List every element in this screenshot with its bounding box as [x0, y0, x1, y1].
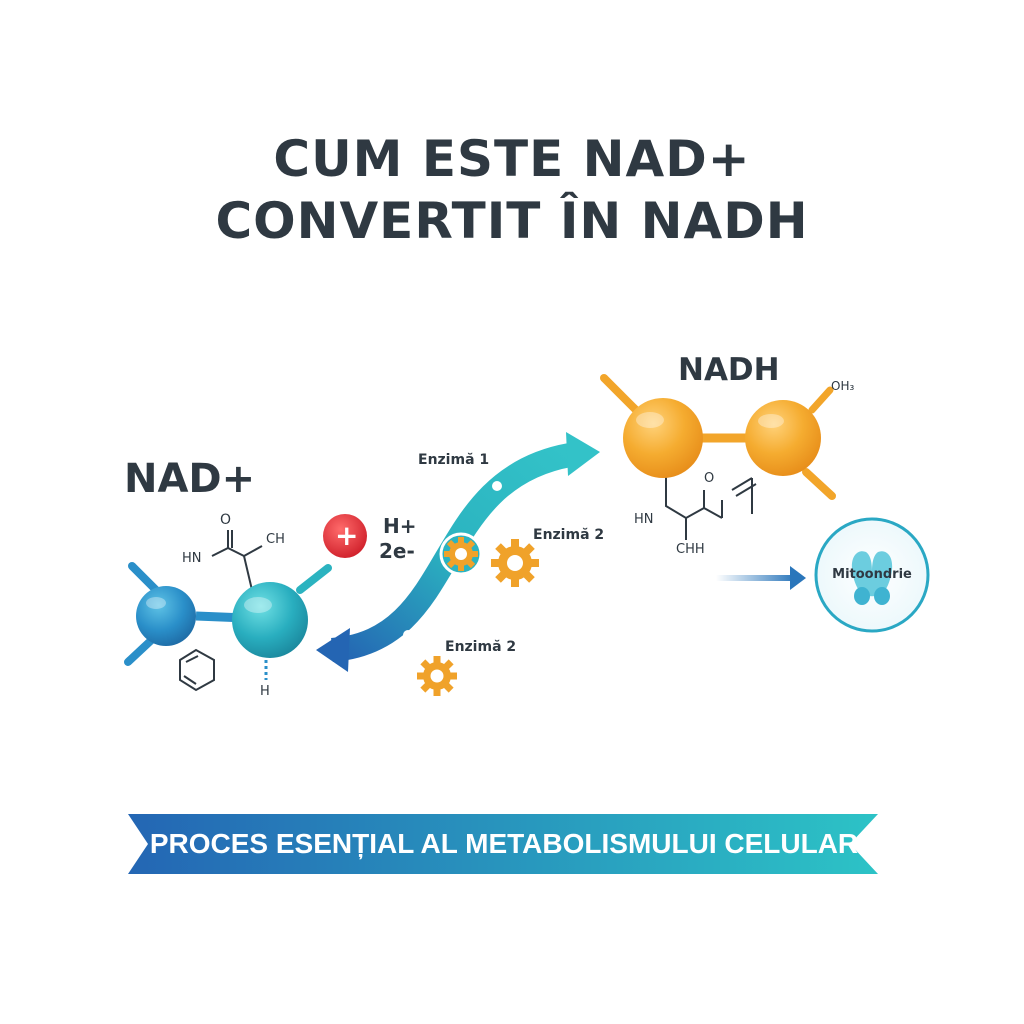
two-electrons-label: 2e- — [379, 539, 415, 563]
nadh-atom-right — [745, 400, 821, 476]
arc-marker-dot — [403, 630, 413, 640]
nadh-bond — [802, 468, 836, 500]
title-line-1: CUM ESTE NAD+ — [273, 130, 751, 188]
nad-atom-teal — [232, 582, 308, 658]
nadh-bond — [600, 374, 640, 414]
electron-badge — [323, 514, 367, 558]
nadh-label: NADH — [678, 352, 780, 388]
nad-ring — [179, 648, 215, 692]
h-plus-label: H+ — [383, 514, 417, 538]
nad-skeleton — [211, 546, 245, 557]
arc-arrowhead-left — [316, 628, 350, 672]
nadh-atom-chh: CHH — [676, 542, 705, 557]
nad-atom-h: H — [260, 684, 270, 699]
nadh-atom-large — [623, 398, 703, 478]
banner-text: PROCES ESENȚIAL AL METABOLISMULUI CELULA… — [149, 828, 859, 859]
title-line-2: CONVERTIT ÎN NADH — [215, 192, 809, 250]
nad-atom-hn: HN — [182, 551, 202, 566]
nad-atom-ch: CH — [266, 532, 285, 547]
arrow-to-mitochondrion — [716, 566, 806, 590]
gear-icon — [444, 537, 478, 571]
gear-icon — [491, 539, 539, 587]
nad-label: NAD+ — [124, 456, 256, 502]
enzyme-2-label: Enzimă 2 — [533, 527, 605, 543]
enzyme-1-label: Enzimă 1 — [418, 452, 490, 468]
plus-symbol: + — [335, 519, 359, 552]
mitochondrion-icon — [814, 517, 930, 633]
gear-icon — [417, 656, 457, 696]
arc-arrowhead-right — [566, 432, 600, 476]
nad-molecule — [124, 530, 332, 692]
mitochondrion-label: Mitoondrie — [832, 567, 912, 582]
page-title: CUM ESTE NAD+ CONVERTIT ÎN NADH — [0, 128, 1024, 252]
nad-atom-o: O — [220, 512, 232, 528]
nadh-molecule — [600, 374, 836, 540]
plus-circle — [323, 514, 367, 558]
nadh-atom-o: O — [704, 471, 715, 486]
nadh-atom-oh3: OH₃ — [831, 379, 855, 393]
nad-bond — [296, 564, 332, 594]
banner-ribbon — [128, 814, 878, 874]
nadh-bond — [808, 386, 834, 414]
nad-atom-blue — [136, 586, 196, 646]
enzyme-2-bottom-label: Enzimă 2 — [445, 639, 517, 655]
nadh-atom-hn: HN — [634, 512, 654, 527]
arc-marker-dot — [492, 481, 502, 491]
